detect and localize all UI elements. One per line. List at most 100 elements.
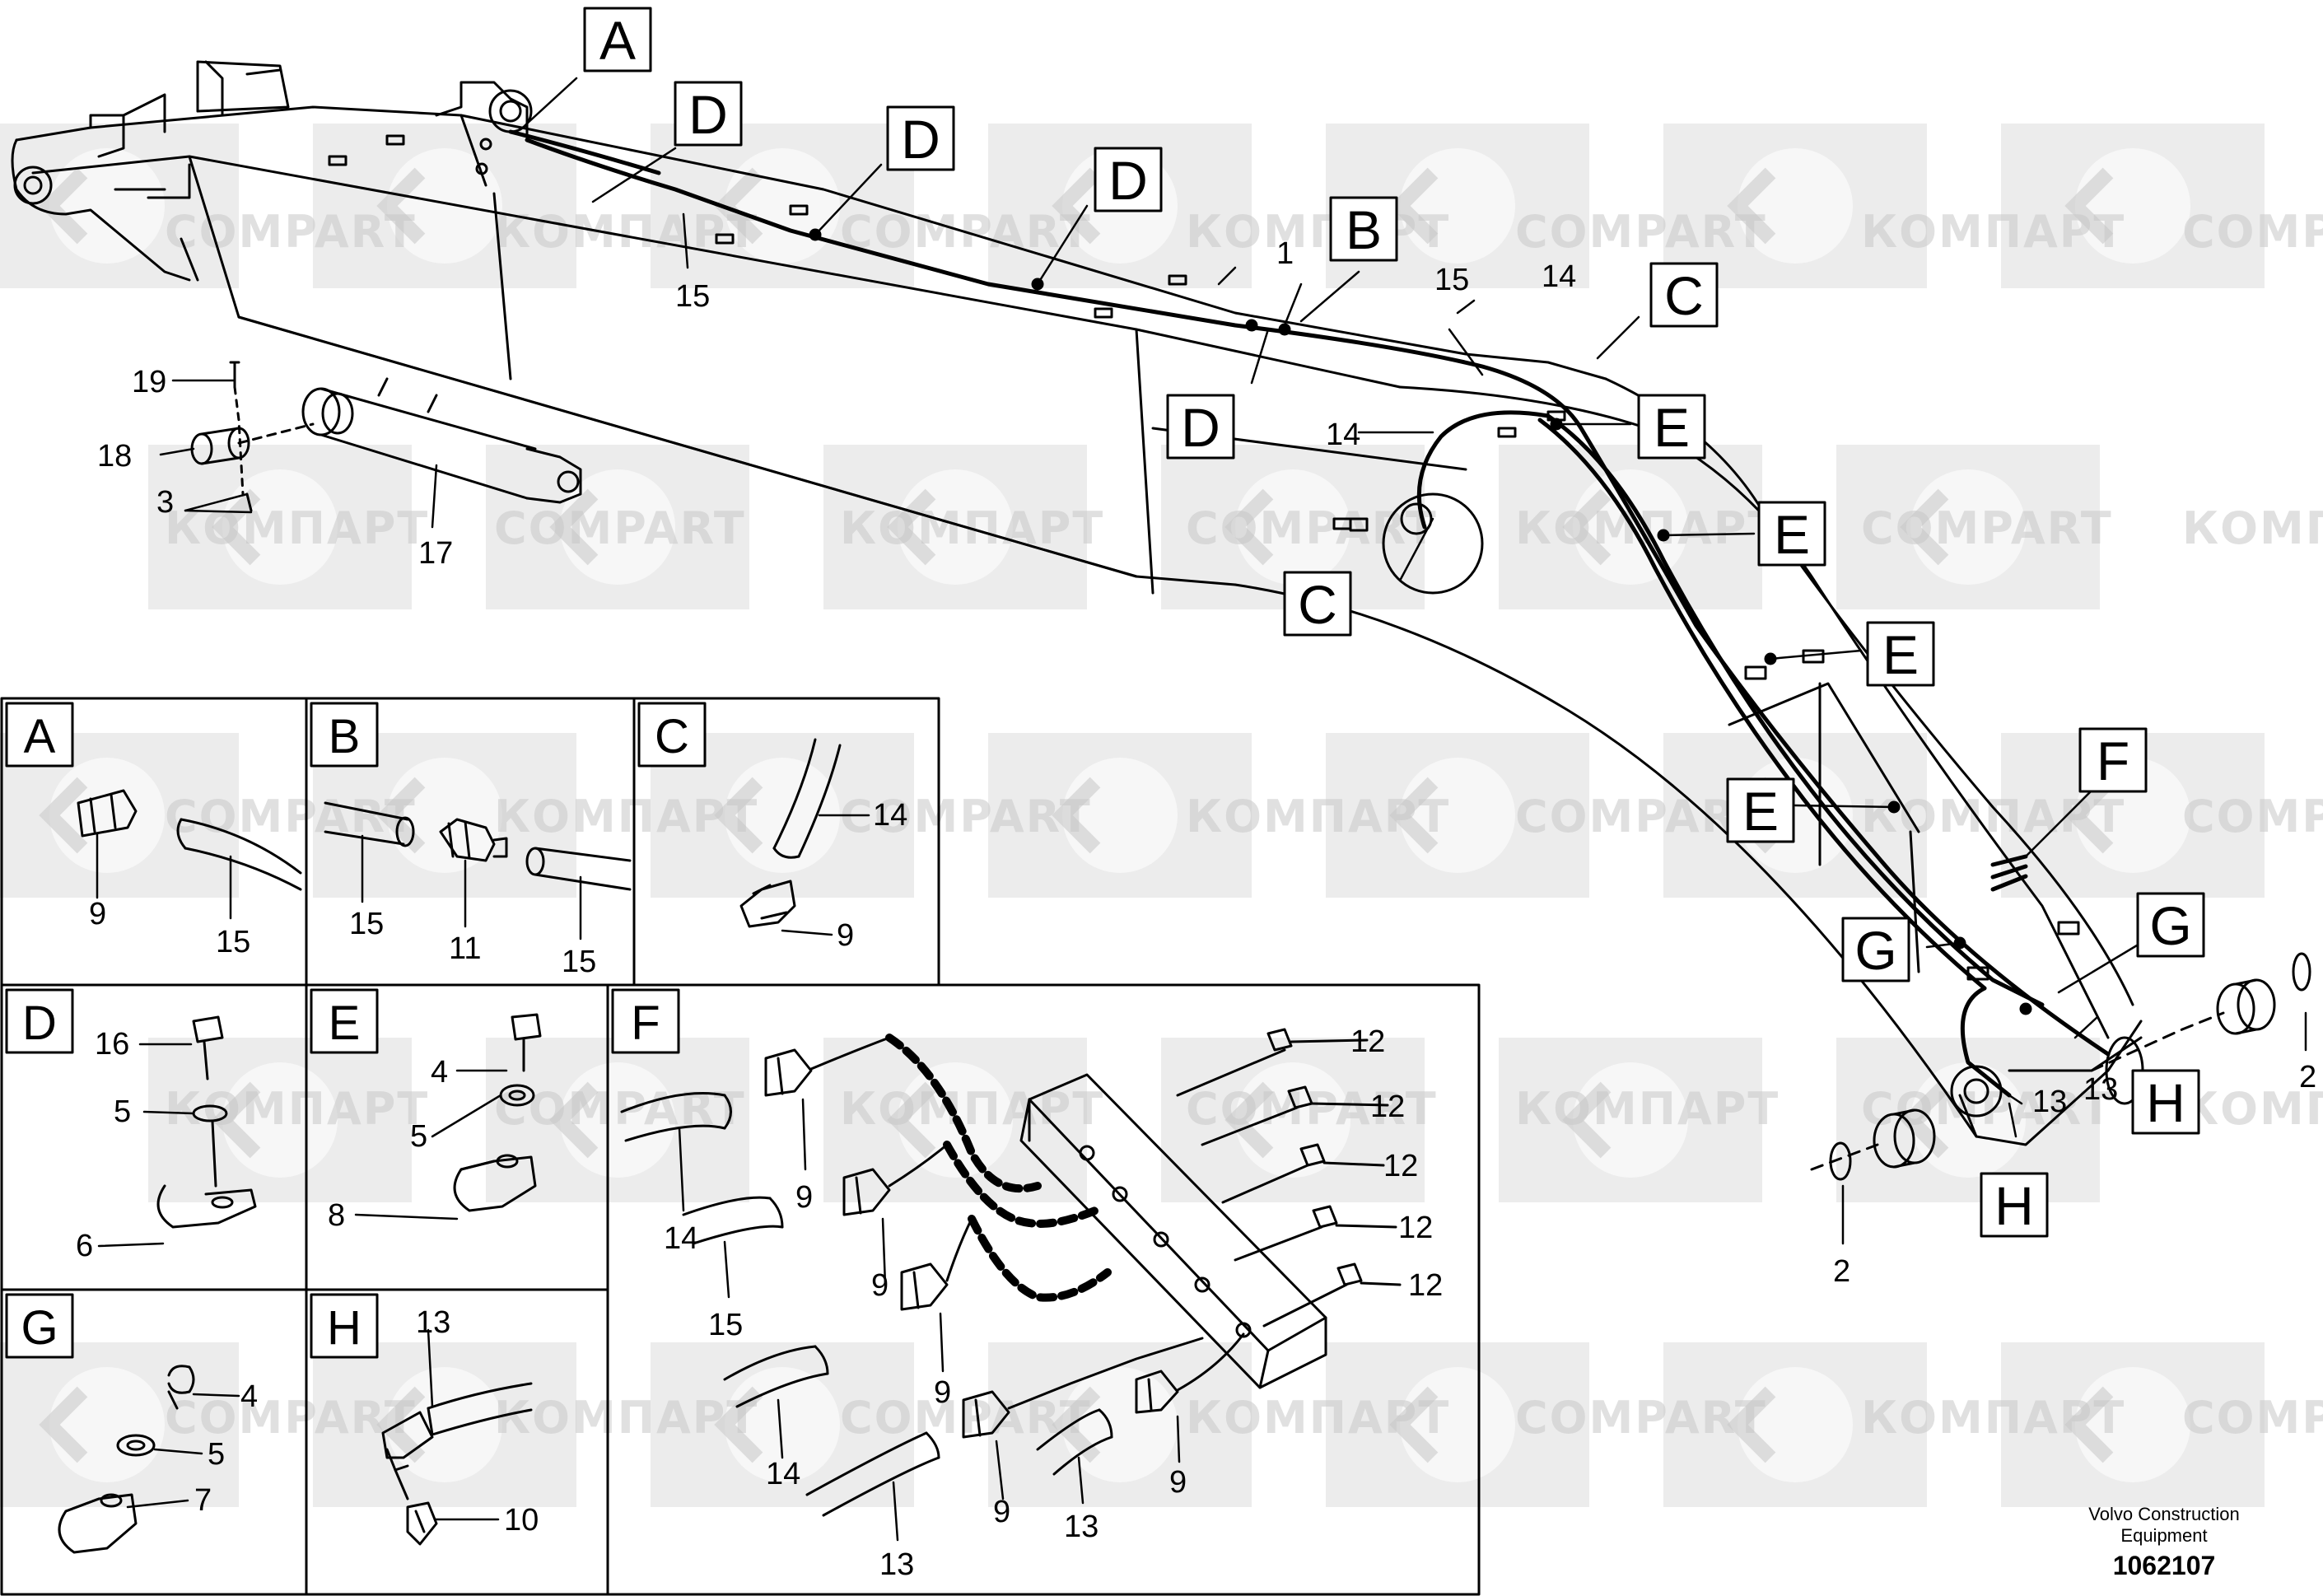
label-16: 16 <box>95 1027 129 1062</box>
panel-label-D: D <box>5 988 74 1054</box>
svg-text:B: B <box>329 710 361 763</box>
watermark-text: COMPART <box>1861 1083 2113 1135</box>
callout-B: B <box>1329 196 1398 262</box>
cylinder-17 <box>301 377 582 504</box>
panel-A-detail: 9 15 <box>77 789 302 959</box>
lock-3 <box>245 492 253 512</box>
watermark-text: КОМПАРТ <box>494 791 758 842</box>
callout-H: H <box>2131 1069 2200 1135</box>
watermark-text: КОМПАРТ <box>1186 791 1450 842</box>
svg-text:D: D <box>1181 397 1220 458</box>
label-14: 14 <box>766 1457 800 1491</box>
svg-text:G: G <box>21 1301 58 1355</box>
callout-G: G <box>1841 917 1910 982</box>
label-6: 6 <box>76 1229 93 1263</box>
watermark-text: COMPART <box>1515 206 1767 258</box>
watermark-text: COMPART <box>1861 502 2113 554</box>
watermark-text: COMPART <box>2182 206 2323 258</box>
watermark-texts: COMPART КОМПАРТ COMPART КОМПАРТ COMPART … <box>165 206 2323 1444</box>
panel-H-detail: 13 10 <box>381 1305 539 1546</box>
svg-text:E: E <box>1774 504 1810 565</box>
label-15: 15 <box>216 925 250 959</box>
svg-text:A: A <box>599 10 636 71</box>
watermark-text: КОМПАРТ <box>494 206 758 258</box>
callout-D: D <box>1166 394 1235 460</box>
panel-letters: A B C D E F G H <box>5 702 707 1359</box>
footer: Volvo Construction Equipment 1062107 <box>2088 1504 2239 1580</box>
panel-label-A: A <box>5 702 74 768</box>
callout-E: E <box>1866 621 1935 687</box>
label-14: 14 <box>664 1221 698 1256</box>
svg-text:D: D <box>22 996 57 1050</box>
watermark-text: COMPART <box>494 502 746 554</box>
manufacturer-name: Volvo Construction <box>2088 1504 2239 1524</box>
watermark-text: КОМПАРТ <box>494 1392 758 1444</box>
watermark-text: COMPART <box>165 1392 417 1444</box>
label-9: 9 <box>993 1495 1010 1529</box>
label-5: 5 <box>410 1119 427 1154</box>
svg-text:D: D <box>1108 150 1148 211</box>
panel-label-H: H <box>310 1293 379 1359</box>
panel-G-detail: 4 5 7 <box>58 1365 258 1554</box>
label-14: 14 <box>1542 259 1576 294</box>
callout-G: G <box>2136 892 2205 958</box>
svg-text:C: C <box>655 710 689 763</box>
watermark-text: COMPART <box>840 791 1092 842</box>
label-15: 15 <box>708 1308 743 1342</box>
watermark-text: КОМПАРТ <box>1515 1083 1780 1135</box>
svg-text:E: E <box>1882 624 1919 685</box>
svg-text:E: E <box>1654 397 1690 458</box>
label-13: 13 <box>2032 1085 2067 1119</box>
label-13: 13 <box>2083 1072 2118 1107</box>
fitting <box>842 1143 949 1216</box>
boom-tip-pin-hole <box>1950 1065 2003 1118</box>
fitting <box>764 1036 891 1097</box>
label-4: 4 <box>240 1379 258 1414</box>
panel-label-E: E <box>310 988 379 1054</box>
callout-D: D <box>1094 147 1163 212</box>
svg-text:G: G <box>2149 895 2191 956</box>
svg-text:D: D <box>901 109 940 170</box>
svg-text:C: C <box>1298 574 1337 635</box>
fitting <box>962 1337 1204 1439</box>
label-18: 18 <box>97 439 132 474</box>
label-15: 15 <box>349 907 384 941</box>
panel-E-detail: 4 5 8 <box>328 1013 542 1233</box>
label-2: 2 <box>1833 1254 1850 1289</box>
label-14: 14 <box>1326 418 1360 452</box>
label-9: 9 <box>871 1268 889 1303</box>
label-11: 11 <box>449 931 481 966</box>
label-9: 9 <box>837 918 854 953</box>
svg-text:C: C <box>1664 265 1704 326</box>
label-12: 12 <box>1408 1268 1443 1303</box>
watermark-text: COMPART <box>2182 1392 2323 1444</box>
label-13: 13 <box>1064 1510 1099 1544</box>
panel-label-C: C <box>637 702 707 768</box>
callout-E: E <box>1757 501 1826 567</box>
callout-D: D <box>674 81 743 147</box>
callout-H: H <box>1980 1172 2049 1238</box>
label-1: 1 <box>1276 236 1294 271</box>
callout-C: C <box>1649 262 1719 328</box>
watermark-text: КОМПАРТ <box>1186 206 1450 258</box>
svg-text:E: E <box>329 996 361 1050</box>
leaders-main <box>159 77 2307 1245</box>
callout-C: C <box>1283 571 1352 637</box>
svg-text:H: H <box>2146 1072 2185 1133</box>
label-13: 13 <box>416 1305 450 1340</box>
label-7: 7 <box>194 1483 212 1518</box>
label-5: 5 <box>114 1094 131 1129</box>
label-17: 17 <box>418 536 453 571</box>
svg-text:F: F <box>2097 730 2129 791</box>
label-19: 19 <box>132 365 166 399</box>
boom-side-boss <box>1382 492 1484 595</box>
fitting <box>1135 1332 1245 1414</box>
watermark-text: КОМПАРТ <box>2182 1083 2323 1135</box>
label-15: 15 <box>675 279 710 314</box>
boom <box>11 60 2311 1181</box>
tip-bushing-left <box>1829 1108 1936 1181</box>
label-3: 3 <box>156 485 174 520</box>
label-9: 9 <box>89 897 106 931</box>
watermark-text: COMPART <box>1515 791 1767 842</box>
